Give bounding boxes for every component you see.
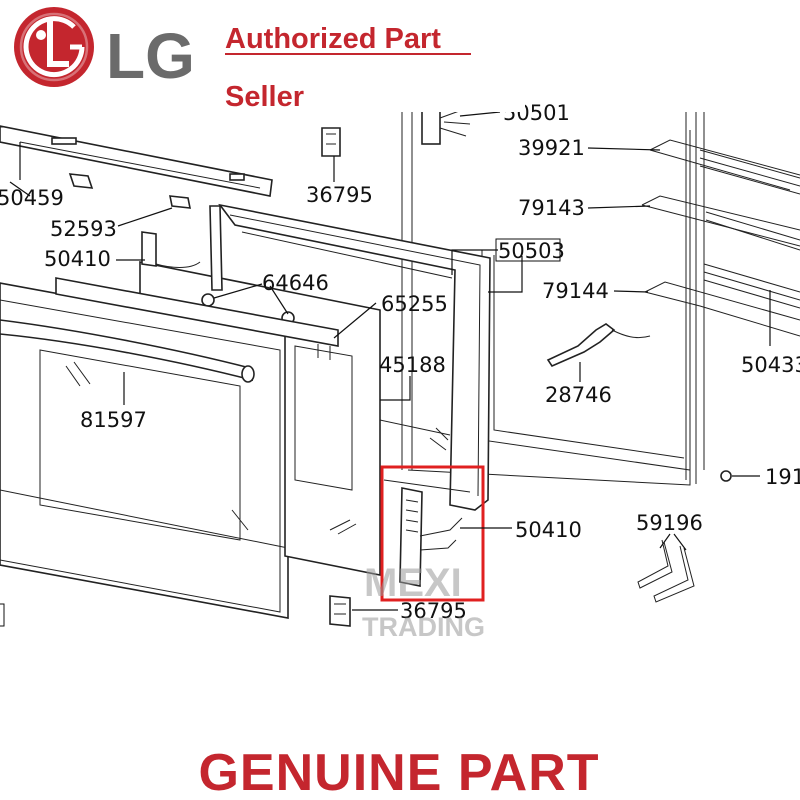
label-50433: 50433: [741, 353, 800, 377]
small-parts: [55, 127, 463, 627]
label-81597: 81597: [80, 408, 147, 432]
label-64646: 64646: [262, 271, 329, 295]
label-36795-bottom: 36795: [400, 599, 467, 623]
label-50503-box: [495, 238, 561, 262]
seller-line-1: Authorized Part: [225, 23, 441, 55]
label-79144: 79144: [542, 279, 609, 303]
label-50503: 50503: [498, 239, 565, 263]
part-labels: 50501 39921 79143 50503 79144 50433 5045…: [0, 101, 800, 627]
top-trim: [0, 125, 273, 197]
door-frame-gasket: [209, 203, 491, 511]
lg-logo-eye-icon: [36, 30, 46, 40]
genuine-part-footer: GENUINE PART: [198, 744, 599, 800]
label-39921: 39921: [518, 136, 585, 160]
watermark-line2: TRADING: [362, 612, 485, 642]
edge-box-fragment: [0, 603, 5, 627]
label-79143: 79143: [518, 196, 585, 220]
label-50410-right: 50410: [515, 518, 582, 542]
watermark-line1: MEXI: [364, 561, 462, 605]
label-191: 191: [765, 465, 800, 489]
leader-lines: [9, 111, 771, 611]
seller-line-2: Seller: [225, 81, 304, 113]
label-59196: 59196: [636, 511, 703, 535]
label-52593: 52593: [50, 217, 117, 241]
highlight-box: [380, 465, 485, 602]
label-36795-top: 36795: [306, 183, 373, 207]
label-50459: 50459: [0, 186, 64, 210]
lg-logo: LG: [14, 7, 195, 92]
label-50410-left: 50410: [44, 247, 111, 271]
label-45188: 45188: [379, 353, 446, 377]
watermark: MEXI TRADING: [362, 561, 485, 642]
outer-door-glass: [0, 282, 289, 619]
lg-brand-text: LG: [106, 20, 195, 92]
label-65255: 65255: [381, 292, 448, 316]
label-28746: 28746: [545, 383, 612, 407]
